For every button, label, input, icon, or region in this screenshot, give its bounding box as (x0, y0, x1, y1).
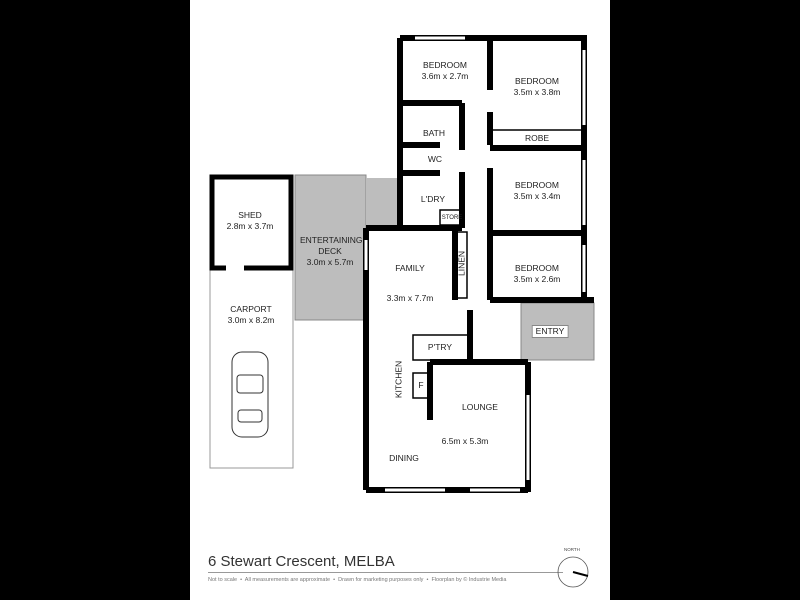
note: Not to scale (208, 577, 238, 583)
north-label: NORTH (564, 547, 580, 552)
store-label: STORE (441, 215, 463, 221)
note: All measurements are approximate (244, 577, 331, 583)
room-size: 3.5m x 3.8m (513, 87, 561, 97)
address-title: 6 Stewart Crescent, MELBA (208, 553, 395, 570)
room-size: 3.6m x 2.7m (421, 71, 469, 81)
room-name: BEDROOM (515, 180, 559, 190)
wc-label: WC (427, 154, 443, 164)
shed-walls (209, 174, 294, 271)
deck-area (294, 174, 367, 321)
lounge-size: 6.5m x 5.3m (441, 436, 489, 446)
family-label: FAMILY (395, 263, 425, 273)
fridge-label: F (418, 380, 424, 390)
room-size: 3.5m x 3.4m (513, 191, 561, 201)
disclaimer-notes: Not to scale • All measurements are appr… (208, 577, 507, 583)
carport-outline (209, 267, 294, 469)
room-name: ENTERTAINING DECK (300, 235, 363, 256)
room-size: 2.8m x 3.7m (226, 221, 274, 231)
linen-label: LINEN (456, 250, 467, 277)
room-name: BEDROOM (515, 263, 559, 273)
room-size: 3.0m x 5.7m (306, 257, 354, 267)
note: Floorplan by © Industrie Media (431, 577, 507, 583)
laundry-label: L'DRY (420, 194, 446, 204)
room-name: CARPORT (230, 304, 272, 314)
floorplan-drawing (209, 35, 595, 493)
dining-label: DINING (389, 453, 419, 463)
room-name: BEDROOM (515, 76, 559, 86)
room-name: BEDROOM (423, 60, 467, 70)
pantry-label: P'TRY (427, 342, 453, 352)
compass-icon (557, 556, 589, 588)
robe-label: ROBE (524, 133, 550, 143)
room-name: SHED (238, 210, 262, 220)
deck-step-area (366, 178, 400, 225)
family-size: 3.3m x 7.7m (386, 293, 434, 303)
room-size: 3.0m x 8.2m (227, 315, 275, 325)
room-size: 3.5m x 2.6m (513, 274, 561, 284)
entry-label: ENTRY (531, 325, 569, 338)
car-icon (231, 351, 269, 438)
divider (208, 572, 563, 573)
bath-label: BATH (422, 128, 446, 138)
lounge-label: LOUNGE (462, 402, 498, 412)
kitchen-label: KITCHEN (393, 360, 404, 399)
note: Drawn for marketing purposes only (338, 577, 424, 583)
